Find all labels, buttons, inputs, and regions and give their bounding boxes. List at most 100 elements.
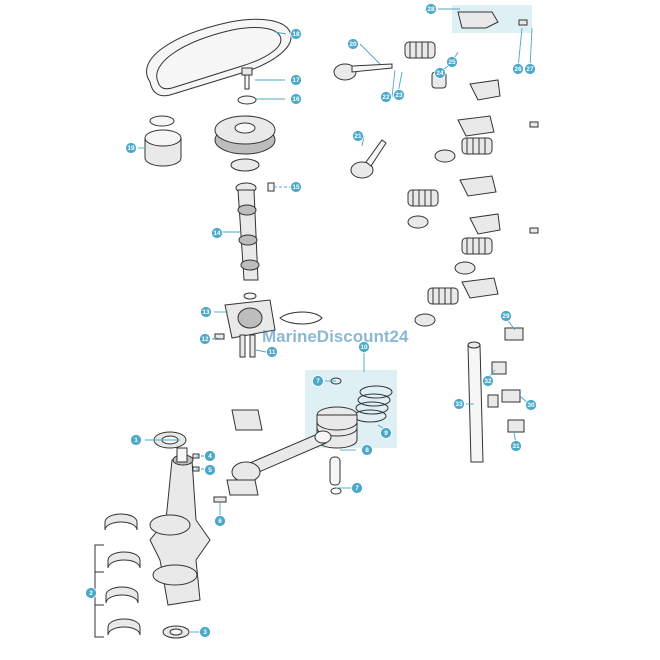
valve-exhaust [350,139,387,179]
callout-5[interactable]: 5 [204,464,216,476]
callout-9[interactable]: 9 [380,427,392,439]
valve-intake [333,63,393,81]
crankshaft [149,447,211,606]
callout-label: 25 [448,59,456,66]
callout-label: 12 [201,336,209,343]
callout-2[interactable]: 2 [85,587,97,599]
callout-24[interactable]: 24 [434,67,446,79]
callout-13[interactable]: 13 [200,306,212,318]
rocker-shaft [467,341,484,463]
callout-label: 2 [89,590,93,597]
callout-3[interactable]: 3 [199,626,211,638]
callout-label: 28 [427,6,435,13]
connecting-rod [231,430,332,483]
piston-pin [329,456,341,486]
callout-8[interactable]: 8 [361,444,373,456]
callout-label: 19 [127,145,135,152]
callout-label: 7 [316,378,320,385]
callout-label: 11 [269,349,276,356]
camshaft-housing [224,292,276,339]
crank-seal-bottom [162,625,190,639]
callout-14[interactable]: 14 [211,227,223,239]
callout-label: 21 [354,133,362,140]
callout-label: 6 [218,518,222,525]
camshaft-pin [267,182,275,192]
callout-label: 27 [526,66,534,73]
callout-label: 29 [502,313,510,320]
callout-label: 17 [292,77,300,84]
callout-33[interactable]: 33 [453,398,465,410]
callout-label: 32 [484,378,492,385]
callout-label: 20 [349,41,357,48]
callout-25[interactable]: 25 [446,56,458,68]
valve-springs-row-1 [404,41,447,89]
callout-label: 30 [527,402,535,409]
camshaft [235,182,260,281]
callout-label: 15 [292,184,300,191]
callout-label: 31 [512,443,520,450]
callout-label: 1 [134,437,138,444]
callout-label: 5 [208,467,212,474]
callout-11[interactable]: 11 [266,346,278,358]
callout-28[interactable]: 28 [425,3,437,15]
piston-rings [353,385,393,423]
callout-12[interactable]: 12 [199,333,211,345]
callout-label: 18 [292,31,300,38]
callout-32[interactable]: 32 [482,375,494,387]
callout-label: 16 [292,96,300,103]
housing-bolt-2 [249,334,256,358]
rocker-brackets [487,327,525,433]
housing-screw [214,333,225,340]
callout-label: 22 [382,94,390,101]
pulley-bolt [241,67,253,90]
housing-bolt [239,334,246,358]
rocker-arms [457,11,501,299]
camshaft-pulley [214,115,276,172]
callout-29[interactable]: 29 [500,310,512,322]
callout-6[interactable]: 6 [214,515,226,527]
rocker-adjusters [518,19,539,234]
callout-label: 10 [360,344,368,351]
callout-label: 13 [202,309,210,316]
callout-10[interactable]: 10 [358,341,370,353]
callout-label: 23 [395,92,403,99]
callout-31[interactable]: 31 [510,440,522,452]
callout-label: 14 [213,230,221,237]
callout-16[interactable]: 16 [290,93,302,105]
valve-stems [407,149,476,327]
callout-4[interactable]: 4 [204,450,216,462]
valve-springs-row-2 [407,137,493,305]
callout-30[interactable]: 30 [525,399,537,411]
callout-7-lower[interactable]: 7 [351,482,363,494]
callout-label: 7 [355,485,359,492]
callout-27[interactable]: 27 [524,63,536,75]
watermark-text: MarineDiscount24 [262,327,409,346]
callout-21[interactable]: 21 [352,130,364,142]
o-ring-seal [279,311,323,325]
pulley-washer [237,95,257,105]
circlip-lower [330,487,342,495]
callout-label: 4 [208,453,212,460]
callout-20[interactable]: 20 [347,38,359,50]
main-bearings [104,513,141,636]
callout-26[interactable]: 26 [512,63,524,75]
callout-19[interactable]: 19 [125,142,137,154]
callout-17[interactable]: 17 [290,74,302,86]
callout-15[interactable]: 15 [290,181,302,193]
callout-label: 8 [365,447,369,454]
callout-label: 3 [203,629,207,636]
callout-label: 9 [384,430,388,437]
callout-7-upper[interactable]: 7 [312,375,324,387]
timing-belt [146,18,292,97]
callout-23[interactable]: 23 [393,89,405,101]
callout-22[interactable]: 22 [380,91,392,103]
crankshaft-sprocket [144,115,182,167]
rod-cap-lower [226,479,259,496]
rod-bearing-cap [231,409,263,431]
callout-1[interactable]: 1 [130,434,142,446]
callout-label: 24 [436,70,444,77]
callout-label: 33 [455,401,463,408]
callout-label: 26 [514,66,522,73]
callout-18[interactable]: 18 [290,28,302,40]
